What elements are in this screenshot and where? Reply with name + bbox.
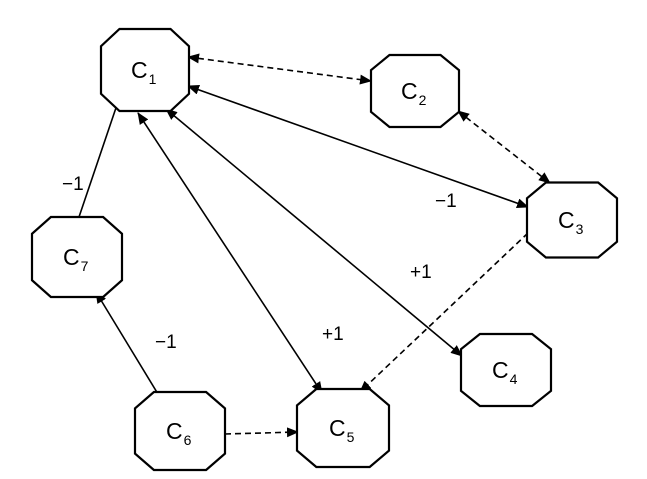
edge-c3-c5	[359, 232, 529, 393]
edge-c1-c2	[187, 53, 372, 85]
node-c2: C2	[369, 53, 461, 129]
node-c3: C3	[525, 181, 619, 259]
node-octagon-c4	[459, 332, 553, 408]
node-label-c4: C4	[492, 357, 518, 387]
node-octagon-c5	[295, 387, 391, 469]
edge-weight-c1-c4: +1	[410, 262, 432, 283]
edge-c1-c4	[165, 108, 463, 357]
edge-c6-c5	[224, 427, 299, 438]
edge-weight-c1-c5: +1	[322, 324, 344, 345]
edge-weight-c6-c7: −1	[155, 332, 177, 353]
node-c6: C6	[133, 390, 227, 472]
edge-c1-c5	[137, 112, 323, 394]
edge-c7-c1	[78, 92, 123, 218]
node-c7: C7	[30, 215, 124, 299]
edge-weight-c7-c1: −1	[62, 174, 84, 195]
node-octagon-c2	[369, 53, 461, 129]
node-octagon-c6	[133, 390, 227, 472]
node-octagon-c7	[30, 215, 124, 299]
node-c1: C1	[99, 27, 191, 113]
node-c5: C5	[295, 387, 391, 469]
edge-c2-c3	[457, 110, 551, 184]
node-octagon-c3	[525, 181, 619, 259]
edges-layer: −1 +1 +1 −1 −1	[62, 53, 551, 438]
edge-c1-c3	[187, 84, 529, 209]
node-label-c1: C1	[131, 57, 157, 87]
node-label-c3: C3	[558, 207, 584, 237]
node-label-c5: C5	[329, 415, 355, 445]
node-label-c7: C7	[63, 244, 89, 274]
node-octagon-c1	[99, 27, 191, 113]
edge-weight-c1-c3: −1	[435, 191, 457, 212]
node-label-c6: C6	[166, 418, 192, 448]
node-label-c2: C2	[401, 78, 427, 108]
node-c4: C4	[459, 332, 553, 408]
edge-c6-c7	[95, 291, 159, 395]
